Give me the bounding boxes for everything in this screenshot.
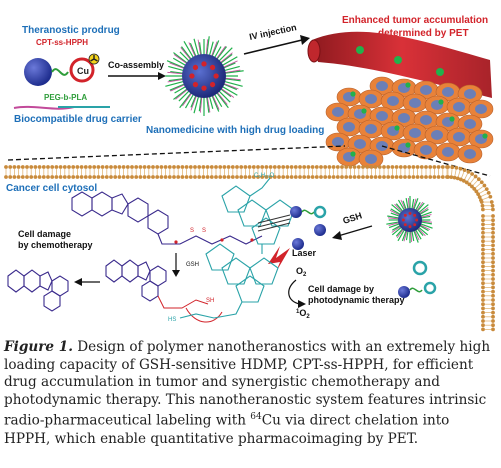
hs-label: HS xyxy=(168,317,176,323)
figure-caption: Figure 1. Design of polymer nanotheranos… xyxy=(4,339,498,448)
stacking-icon xyxy=(257,214,291,232)
c6h13o-label: C₆H₁₃O xyxy=(254,173,275,179)
chemotherapy-panel: Cell damage by chemotherapy S S C₆H₁₃O xyxy=(7,173,295,323)
cytosol-label: Cancer cell cytosol xyxy=(6,183,97,194)
cpt-free-structure xyxy=(7,269,69,312)
ss-linker xyxy=(51,68,69,76)
carrier-label: Biocompatible drug carrier xyxy=(14,114,142,125)
hpph-ring xyxy=(69,57,95,83)
laser-label: Laser xyxy=(292,248,317,258)
cu-label: Cu xyxy=(77,66,89,76)
prodrug-title: Theranostic prodrug xyxy=(22,25,120,36)
hpph-structure-top xyxy=(221,177,295,254)
isotope-superscript: 64 xyxy=(250,412,262,423)
cpt-sphere xyxy=(24,58,52,86)
svg-text:O2: O2 xyxy=(296,266,307,278)
cpt-structure-top xyxy=(71,191,263,245)
chemo-damage-label-2: by chemotherapy xyxy=(18,240,93,250)
coassembly-label: Co-assembly xyxy=(108,60,164,70)
tumor-tissue-icon xyxy=(325,76,494,169)
svg-text:S: S xyxy=(202,228,206,234)
iv-injection-arrow: IV injection xyxy=(243,22,310,55)
svg-text:SH: SH xyxy=(206,298,214,304)
svg-text:1O2: 1O2 xyxy=(296,308,310,320)
coassembly-arrow: Co-assembly xyxy=(108,60,166,80)
gsh-label-mid: GSH xyxy=(186,262,199,268)
caption-text-1: Design of polymer nanotheranostics with … xyxy=(4,339,491,429)
callout-line-right xyxy=(381,145,491,177)
prodrug-panel: Theranostic prodrug CPT-ss-HPPH Cu PEG-b… xyxy=(13,25,142,125)
laser-panel: Laser xyxy=(268,246,317,272)
blood-vessel-icon xyxy=(307,31,492,98)
singlet-oxygen-label: 1 xyxy=(296,309,300,315)
enhanced-accumulation-label-1: Enhanced tumor accumulation xyxy=(342,15,488,26)
nanomedicine-label: Nanomedicine with high drug loading xyxy=(146,125,324,136)
caption-text-2: Cu via direct chelation into HPPH, which… xyxy=(4,412,450,447)
cpt-intermediate-structure xyxy=(105,259,167,302)
figure-number: Figure 1. xyxy=(4,339,73,355)
laser-bolt-icon xyxy=(268,246,290,272)
released-fragments-icons xyxy=(398,260,437,298)
o2-label: O xyxy=(296,266,303,276)
cell-membrane-icon xyxy=(4,165,495,332)
callout-line-left xyxy=(7,145,346,161)
nanoparticle-icon xyxy=(165,36,244,116)
nanoparticle-in-cell-icon xyxy=(386,196,433,244)
enhanced-accumulation-label-2: determined by PET xyxy=(378,28,469,39)
prodrug-subtitle: CPT-ss-HPPH xyxy=(36,38,88,47)
peg-label: PEG-b-PLA xyxy=(44,93,87,102)
gsh-label-right: GSH xyxy=(342,210,364,226)
pdt-damage-label-1: Cell damage by xyxy=(308,284,374,294)
singlet-oxygen-panel: O2 1O2 Cell damage by photodynamic thera… xyxy=(288,266,405,320)
hpph-structure-bottom xyxy=(179,243,279,319)
scheme-figure: Theranostic prodrug CPT-ss-HPPH Cu PEG-b… xyxy=(4,15,495,332)
chemo-damage-label-1: Cell damage xyxy=(18,229,71,239)
pdt-damage-label-2: photodynamic therapy xyxy=(308,295,405,305)
iv-injection-label: IV injection xyxy=(248,22,297,42)
prodrug-release-icons xyxy=(290,205,327,250)
svg-text:S: S xyxy=(190,228,194,234)
